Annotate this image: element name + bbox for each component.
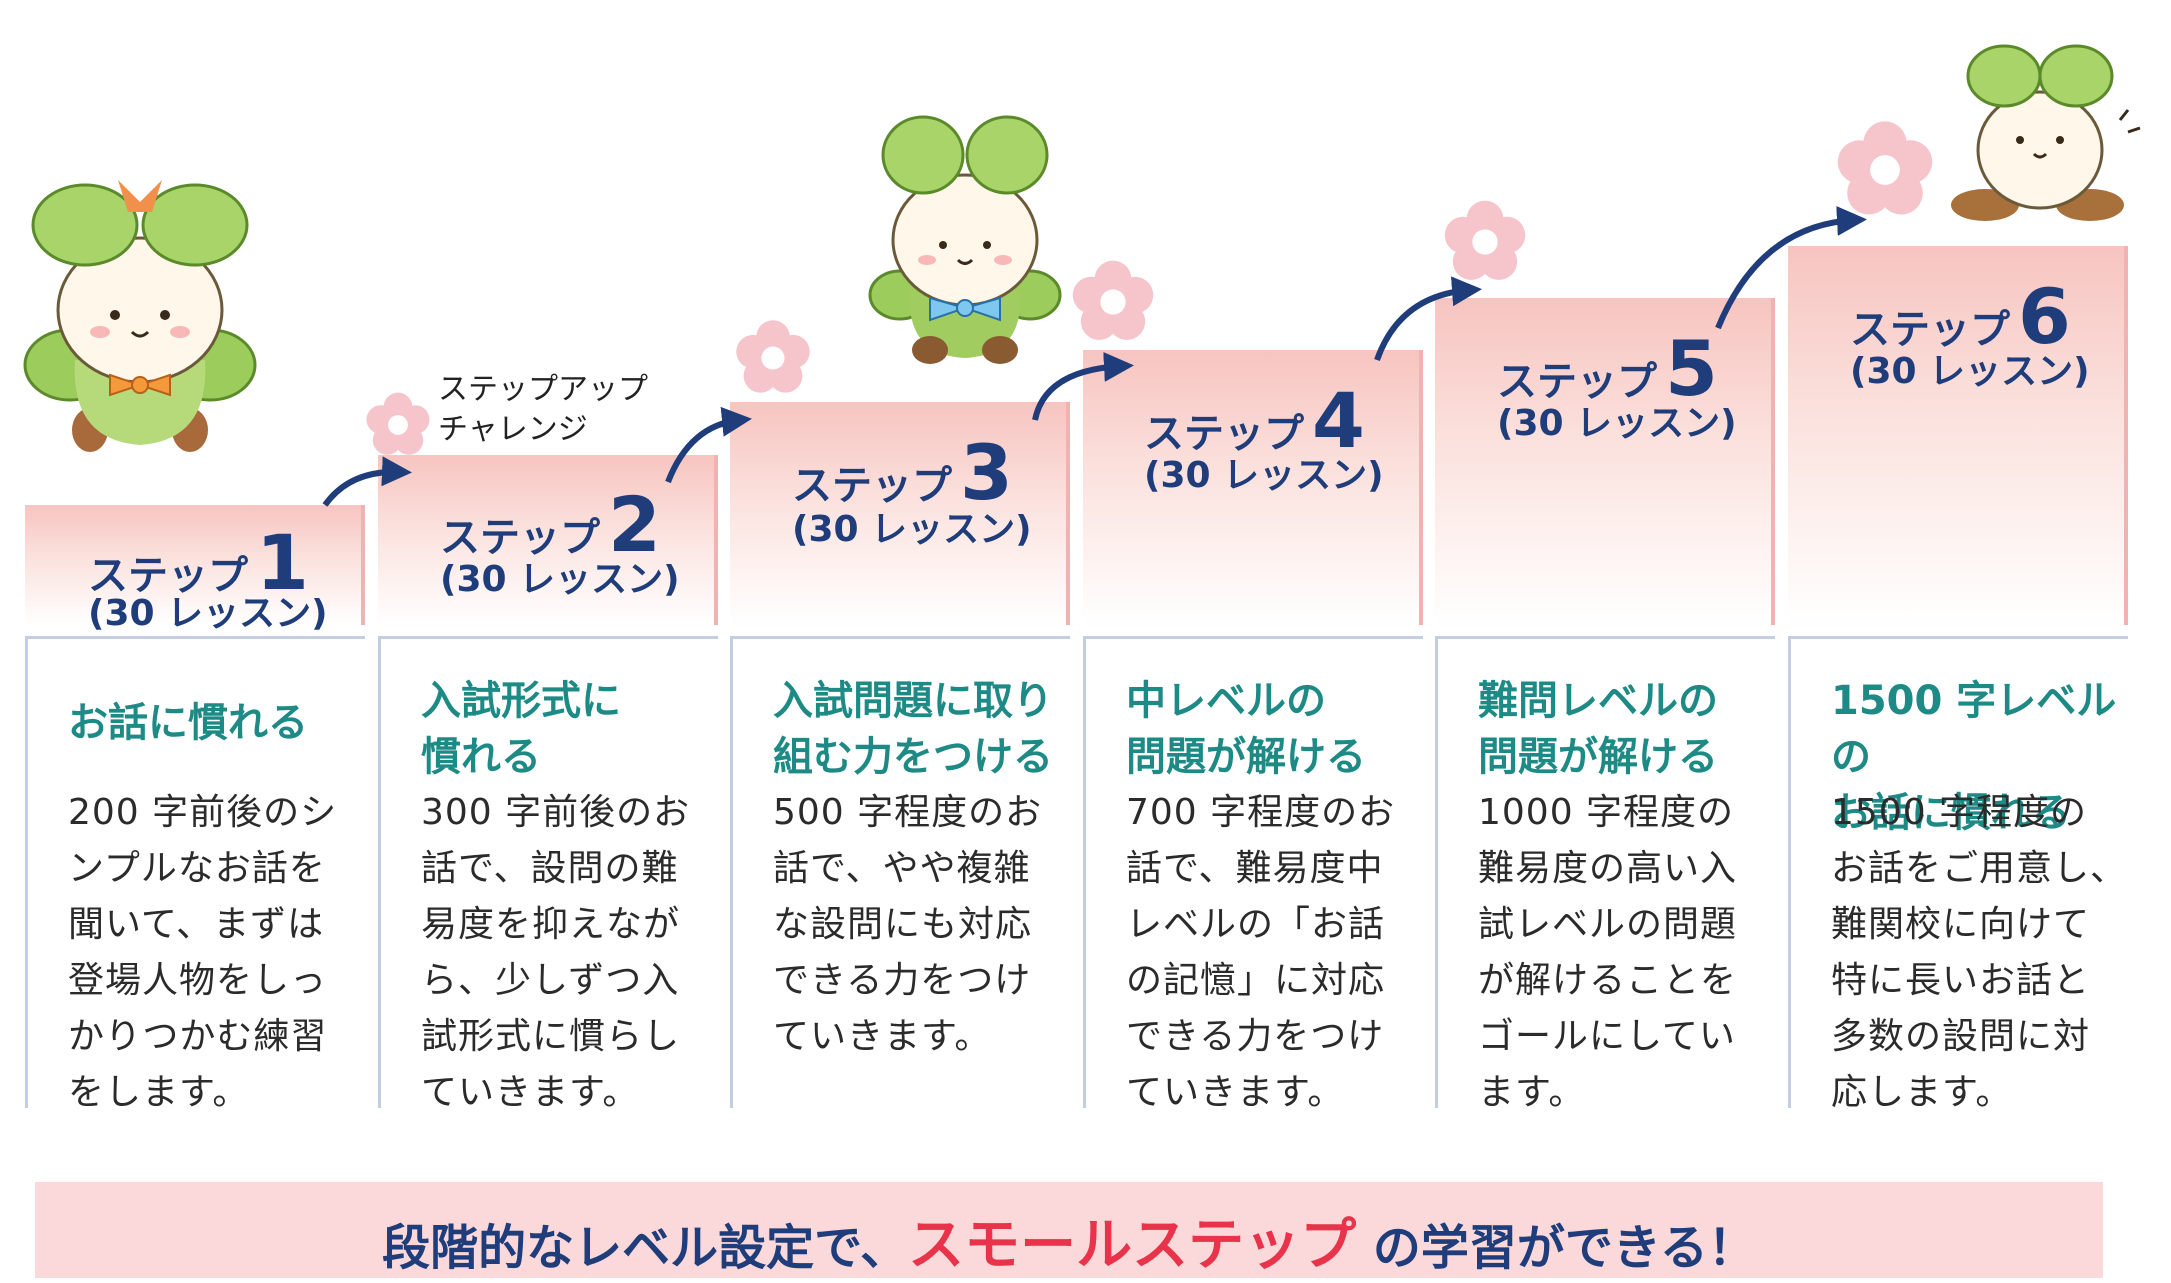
flower-icon-5 xyxy=(1837,121,1933,215)
banner-highlight: スモールステップ xyxy=(908,1213,1357,1278)
step-2-title: 入試形式に 慣れる xyxy=(421,678,621,780)
stair-block-2 xyxy=(378,455,718,625)
mascot-character-icon-1 xyxy=(23,180,257,452)
step-1-description: 200 字前後のシ ンプルなお話を 聞いて、まずは 登場人物をしっ かりつかむ練… xyxy=(68,792,338,1113)
banner-text-after: の学習ができる！ xyxy=(1356,1220,1756,1276)
step-4-title: 中レベルの 問題が解ける xyxy=(1126,678,1366,780)
summary-banner-text: 段階的なレベル設定で、スモールステップ の学習ができる！ xyxy=(35,1200,2103,1281)
step-2-description: 300 字前後のお 話で、設問の難 易度を抑えなが ら、少しずつ入 試形式に慣ら… xyxy=(421,792,691,1113)
step-3-number: 3 xyxy=(960,428,1013,517)
step-1-lessons: (30 レッスン) xyxy=(88,593,328,634)
flower-icon-1 xyxy=(366,392,430,455)
step-2-lessons: (30 レッスン) xyxy=(440,559,680,600)
step-5-title: 難問レベルの 問題が解ける xyxy=(1478,678,1718,780)
stair-block-4 xyxy=(1083,350,1423,625)
step-6-column: 1500 字レベルの お話に慣れる 1500 字程度の お話をご用意し、 難関校… xyxy=(1788,636,2128,1113)
flower-icon-3 xyxy=(1072,260,1154,340)
step-3-word: ステップ xyxy=(792,463,952,509)
decorations-layer xyxy=(23,44,2141,507)
arrow-4-to-5 xyxy=(1374,276,1482,362)
step-3-lessons: (30 レッスン) xyxy=(792,509,1032,550)
stair-block-1 xyxy=(25,505,365,625)
step-5-word: ステップ xyxy=(1497,359,1657,405)
step-6-word: ステップ xyxy=(1850,307,2010,353)
flower-icon-4 xyxy=(1444,200,1526,280)
step-2-column: 入試形式に 慣れる 300 字前後のお 話で、設問の難 易度を抑えなが ら、少し… xyxy=(378,636,718,1113)
step-2-word: ステップ xyxy=(440,515,600,561)
stair-block-5 xyxy=(1435,298,1775,625)
step-1-title: お話に慣れる xyxy=(68,700,308,746)
step-4-number: 4 xyxy=(1312,376,1365,465)
step-4-column: 中レベルの 問題が解ける 700 字程度のお 話で、難易度中 レベルの「お話 の… xyxy=(1083,636,1423,1113)
step-5-number: 5 xyxy=(1665,324,1718,413)
mascot-character-icon-2 xyxy=(868,115,1062,364)
step-5-column: 難問レベルの 問題が解ける 1000 字程度の 難易度の高い入 試レベルの問題 … xyxy=(1435,636,1775,1113)
stair-block-6 xyxy=(1788,246,2128,625)
step-2-number: 2 xyxy=(608,480,661,569)
step-6-number: 6 xyxy=(2018,272,2071,361)
step-5-description: 1000 字程度の 難易度の高い入 試レベルの問題 が解けることを ゴールにして… xyxy=(1478,792,1738,1113)
flower-icon-2 xyxy=(736,320,810,393)
step-1-word: ステップ xyxy=(88,553,248,599)
arrow-5-to-6 xyxy=(1715,205,1867,330)
arrow-3-to-4 xyxy=(1032,351,1134,421)
step-4-lessons: (30 レッスン) xyxy=(1144,455,1384,496)
step-4-word: ステップ xyxy=(1144,411,1304,457)
step-3-column: 入試問題に取り 組む力をつける 500 字程度のお 話で、やや複雑 な設問にも対… xyxy=(730,636,1070,1108)
mascot-character-icon-3 xyxy=(1951,44,2141,221)
stair-block-3 xyxy=(730,402,1070,625)
step-up-challenge-label: ステップアップ チャレンジ xyxy=(438,372,648,447)
summary-banner: 段階的なレベル設定で、スモールステップ の学習ができる！ xyxy=(35,1182,2103,1278)
step-3-title: 入試問題に取り 組む力をつける xyxy=(773,678,1053,780)
step-1-number: 1 xyxy=(256,518,309,607)
arrow-2-to-3 xyxy=(665,406,752,484)
step-3-description: 500 字程度のお 話で、やや複雑 な設問にも対応 できる力をつけ ていきます。 xyxy=(773,792,1043,1057)
arrow-1-to-2 xyxy=(322,456,412,507)
banner-text-before: 段階的なレベル設定で、 xyxy=(382,1220,909,1276)
step-6-description: 1500 字程度の お話をご用意し、 難関校に向けて 特に長いお話と 多数の設問… xyxy=(1831,792,2128,1113)
step-6-lessons: (30 レッスン) xyxy=(1850,351,2090,392)
step-4-description: 700 字程度のお 話で、難易度中 レベルの「お話 の記憶」に対応 できる力をつ… xyxy=(1126,792,1396,1113)
step-6-title: 1500 字レベルの お話に慣れる xyxy=(1831,678,2117,836)
step-5-lessons: (30 レッスン) xyxy=(1497,403,1737,444)
step-1-column: お話に慣れる 200 字前後のシ ンプルなお話を 聞いて、まずは 登場人物をしっ… xyxy=(25,636,365,1113)
